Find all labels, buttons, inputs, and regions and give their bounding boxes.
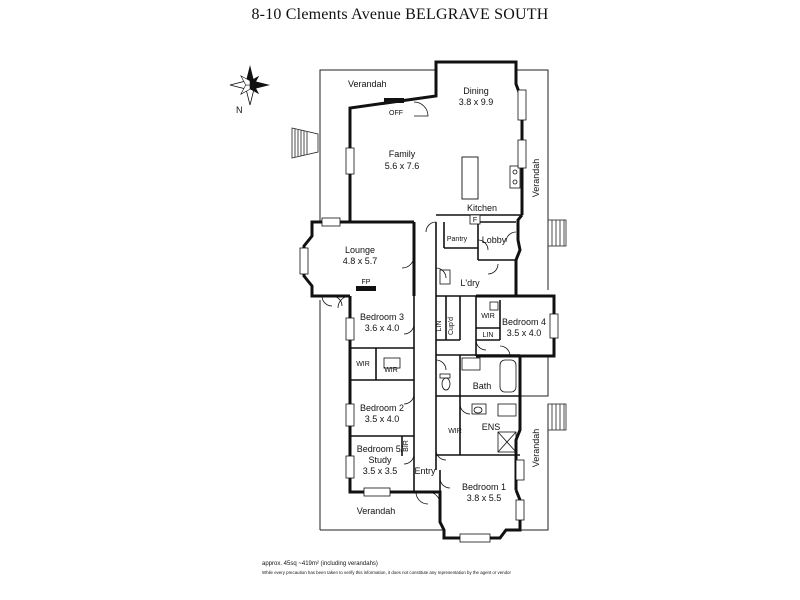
right-steps-top-icon xyxy=(547,219,567,247)
dining-size: 3.8 x 9.9 xyxy=(459,97,494,107)
cooktop-icon xyxy=(509,165,521,189)
bedroom1-size: 3.8 x 5.5 xyxy=(467,493,502,503)
bedroom2-size: 3.5 x 4.0 xyxy=(365,414,400,424)
compass-icon xyxy=(229,65,270,106)
disclaimer: While every precaution has been taken to… xyxy=(262,570,511,575)
compass-north-label: N xyxy=(236,105,243,115)
windows xyxy=(299,89,559,543)
bedroom2-label: Bedroom 2 xyxy=(360,403,404,413)
lin-label-1: LIN xyxy=(436,321,443,332)
fridge-label: F xyxy=(473,217,477,224)
bedroom3-label: Bedroom 3 xyxy=(360,312,404,322)
family-size: 5.6 x 7.6 xyxy=(385,161,420,171)
bedroom4-label: Bedroom 4 xyxy=(502,317,546,327)
bedroom5-label-2: Study xyxy=(368,455,392,465)
interior-walls xyxy=(350,214,522,500)
off-label: OFF xyxy=(389,110,403,117)
laundry-label: L'dry xyxy=(460,278,480,288)
doors xyxy=(321,101,517,505)
dining-label: Dining xyxy=(463,86,489,96)
lobby-label: Lobby xyxy=(482,235,507,245)
fridge-icon xyxy=(469,214,481,225)
kitchen-island xyxy=(461,156,479,200)
bir-label: BIR xyxy=(403,440,410,452)
fp-label: FP xyxy=(362,279,371,286)
bath-label: Bath xyxy=(473,381,492,391)
pantry-label: Pantry xyxy=(447,236,468,243)
bedroom5-label: Bedroom 5/ xyxy=(357,444,404,454)
left-steps-icon xyxy=(291,127,319,159)
wir-bed4-label: WIR xyxy=(481,313,495,320)
bedroom1-label: Bedroom 1 xyxy=(462,482,506,492)
bedroom3-size: 3.6 x 4.0 xyxy=(365,323,400,333)
fireplace-icon xyxy=(356,98,404,291)
right-steps-bottom-icon xyxy=(547,403,567,431)
bedroom5-size: 3.5 x 3.5 xyxy=(363,466,398,476)
family-label: Family xyxy=(389,149,416,159)
wir-bed3b-label: WIR xyxy=(384,367,398,374)
wir-bed1-label: WIR xyxy=(448,428,462,435)
kitchen-label: Kitchen xyxy=(467,203,497,213)
area-note: approx. 45sq ~419m² (including verandahs… xyxy=(262,561,378,567)
bath-fixtures xyxy=(383,269,517,453)
verandah-outline xyxy=(319,62,549,531)
verandah-top-label: Verandah xyxy=(348,79,387,89)
cupd-label: Cup'd xyxy=(448,317,455,335)
verandah-right-top-label: Verandah xyxy=(531,159,541,198)
verandah-right-bottom-label: Verandah xyxy=(531,429,541,468)
plan-title: 8-10 Clements Avenue BELGRAVE SOUTH xyxy=(251,6,549,23)
bedroom4-size: 3.5 x 4.0 xyxy=(507,328,542,338)
verandah-bottom-label: Verandah xyxy=(357,506,396,516)
lounge-size: 4.8 x 5.7 xyxy=(343,256,378,266)
entry-label: Entry xyxy=(414,466,436,476)
ens-label: ENS xyxy=(482,422,501,432)
lin-label-2: LIN xyxy=(483,332,494,339)
wir-bed3a-label: WIR xyxy=(356,361,370,368)
verandah-right-lower xyxy=(520,404,549,531)
lounge-label: Lounge xyxy=(345,245,375,255)
